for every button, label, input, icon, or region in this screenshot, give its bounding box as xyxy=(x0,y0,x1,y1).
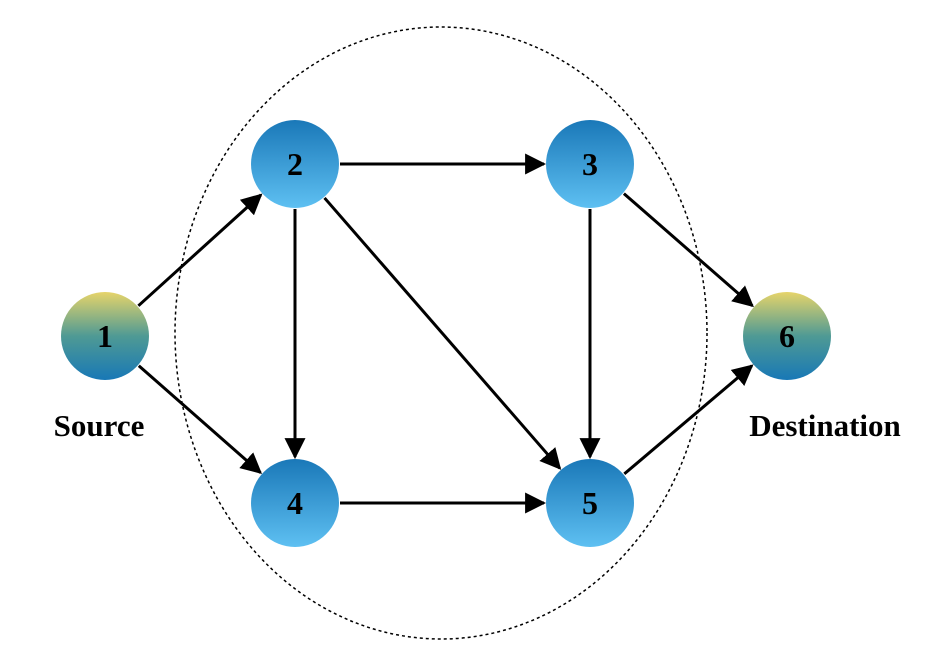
node-6-circle xyxy=(743,292,831,380)
node-2-circle xyxy=(251,120,339,208)
node-3-label: 3 xyxy=(582,146,598,182)
node-4-circle xyxy=(251,459,339,547)
node-5: 5 xyxy=(546,459,634,547)
source-label: Source xyxy=(54,408,145,443)
edge-2-to-5 xyxy=(323,196,562,470)
destination-label: Destination xyxy=(749,408,901,443)
edges xyxy=(137,153,754,514)
node-6-label: 6 xyxy=(779,318,795,354)
edge-5-to-6 xyxy=(623,364,754,476)
node-3-circle xyxy=(546,120,634,208)
node-5-circle xyxy=(546,459,634,547)
node-6: 6 xyxy=(743,292,831,380)
subnetwork-boundary xyxy=(174,26,708,640)
node-2-label: 2 xyxy=(287,146,303,182)
edge-1-to-2 xyxy=(137,193,263,307)
nodes: 1 2 3 4 5 6 xyxy=(61,120,831,547)
edge-1-to-4 xyxy=(137,364,263,475)
node-4-label: 4 xyxy=(287,485,303,521)
node-4: 4 xyxy=(251,459,339,547)
edge-3-to-6 xyxy=(622,192,754,308)
node-1-circle xyxy=(61,292,149,380)
node-1-label: 1 xyxy=(97,318,113,354)
node-2: 2 xyxy=(251,120,339,208)
node-3: 3 xyxy=(546,120,634,208)
node-1: 1 xyxy=(61,292,149,380)
node-5-label: 5 xyxy=(582,485,598,521)
